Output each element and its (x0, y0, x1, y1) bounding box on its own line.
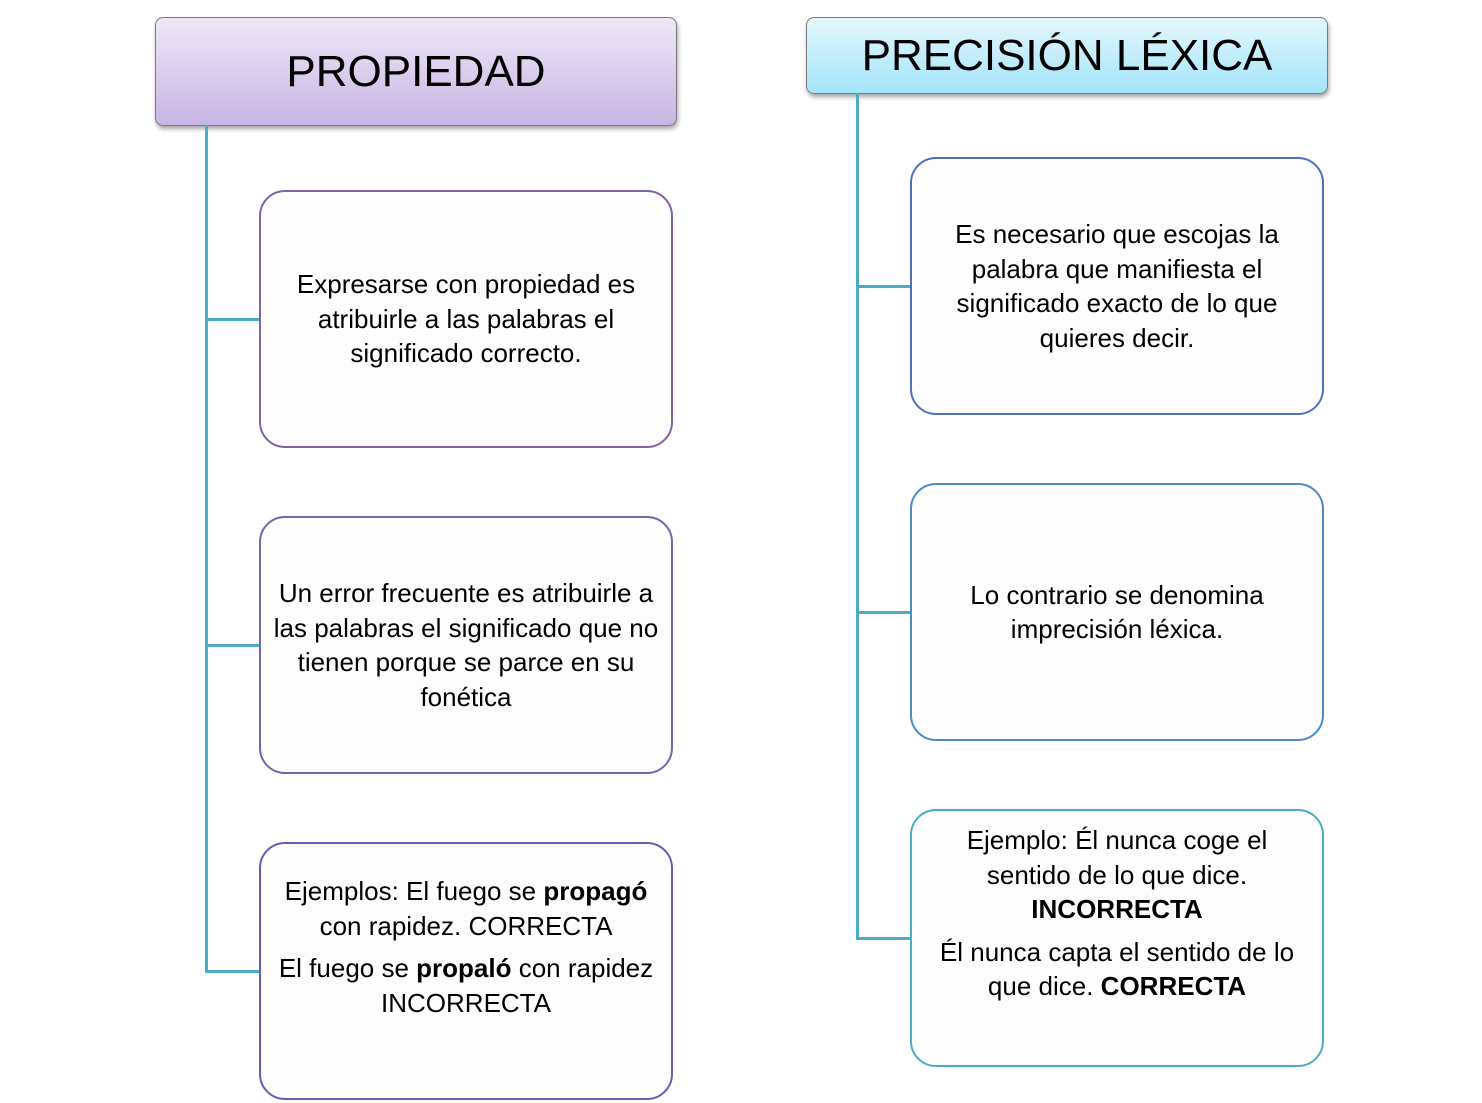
box-text: Un error frecuente es atribuirle a las p… (273, 578, 659, 712)
left-trunk-line (205, 125, 208, 973)
right-branch-line (856, 285, 910, 288)
left-branch-line (205, 318, 259, 321)
imprecision-box: Lo contrario se denomina imprecisión léx… (910, 483, 1324, 741)
right-branch-line (856, 937, 910, 940)
text: Él nunca capta el sentido de lo que dice… (939, 936, 1295, 1002)
bold-word: propaló (416, 953, 512, 983)
box-text: Es necesario que escojas la palabra que … (955, 219, 1279, 353)
example-correct: Ejemplos: El fuego se propagó con rapide… (271, 874, 661, 943)
text: Ejemplos: El fuego se (284, 876, 544, 906)
right-branch-line (856, 611, 910, 614)
precision-example-box: Ejemplo: Él nunca coge el sentido de lo … (910, 809, 1324, 1067)
propiedad-definition-box: Expresarse con propiedad es atribuirle a… (259, 190, 673, 448)
left-branch-line (205, 970, 259, 973)
box-text: Lo contrario se denomina imprecisión léx… (970, 579, 1264, 645)
left-branch-line (205, 644, 259, 647)
bold-word: propagó (543, 876, 648, 906)
propiedad-error-box: Un error frecuente es atribuirle a las p… (259, 516, 673, 774)
propiedad-header: PROPIEDAD (155, 17, 677, 126)
propiedad-examples-box: Ejemplos: El fuego se propagó con rapide… (259, 842, 673, 1100)
bold-word: CORRECTA (1100, 971, 1247, 1001)
box-text: Expresarse con propiedad es atribuirle a… (296, 269, 636, 369)
text: Ejemplo: Él nunca coge el sentido de lo … (966, 825, 1268, 890)
example-incorrect: El fuego se propaló con rapidez INCORREC… (271, 951, 661, 1020)
precision-lexica-header: PRECISIÓN LÉXICA (806, 17, 1328, 94)
example-incorrect: Ejemplo: Él nunca coge el sentido de lo … (922, 823, 1312, 927)
right-trunk-line (856, 93, 859, 940)
propiedad-title: PROPIEDAD (286, 46, 546, 96)
text: El fuego se (278, 953, 417, 983)
text: con rapidez. CORRECTA (319, 910, 613, 941)
precision-lexica-title: PRECISIÓN LÉXICA (861, 30, 1273, 80)
bold-word: INCORRECTA (1031, 894, 1203, 924)
precision-definition-box: Es necesario que escojas la palabra que … (910, 157, 1324, 415)
example-correct: Él nunca capta el sentido de lo que dice… (922, 935, 1312, 1004)
text: con rapidez INCORRECTA (381, 953, 654, 1018)
